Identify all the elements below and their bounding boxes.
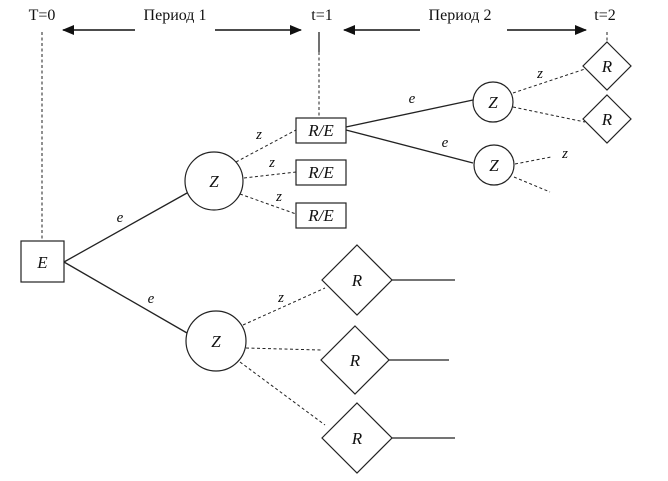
upper-chance-node: Z	[184, 151, 244, 211]
re-node-3: R/E	[295, 202, 347, 229]
edge-p2-1-r-lower	[512, 106, 586, 123]
p2-chance-1-label: Z	[488, 93, 498, 112]
lower-result-node-3: R	[321, 402, 393, 474]
lower-chance-label: Z	[211, 332, 221, 351]
p2-result-2-label: R	[601, 110, 613, 129]
lower-result-node-1: R	[321, 244, 393, 316]
p2-result-node-2: R	[582, 94, 632, 144]
edge-label-p2-2-branch: z	[561, 146, 568, 162]
edge-p2-2-branch-up	[514, 156, 552, 165]
edge-upper-re2	[243, 171, 297, 179]
p2-chance-node-2: Z	[473, 144, 515, 186]
edge-upper-re1	[235, 129, 297, 163]
edge-label-upper-re2: z	[268, 155, 275, 171]
edge-label-upper-re3: z	[275, 189, 282, 205]
period-2-label: Период 2	[429, 7, 492, 24]
time-label-t2: t=2	[594, 7, 615, 24]
root-node-label: E	[36, 253, 48, 272]
lower-result-node-2: R	[320, 325, 390, 395]
edge-re1-p2-1	[345, 99, 474, 128]
edge-root-lower	[63, 261, 188, 334]
re-node-2-label: R/E	[307, 163, 334, 182]
edge-p2-1-r-upper	[512, 68, 586, 94]
period-1-label: Период 1	[144, 7, 207, 24]
re-node-1: R/E	[295, 117, 347, 144]
edge-label-lower-r1: z	[277, 290, 284, 306]
edge-label-upper-re1: z	[255, 127, 262, 143]
re-node-2: R/E	[295, 159, 347, 186]
edge-lower-r2	[245, 347, 322, 351]
root-node: E	[20, 240, 65, 283]
edge-label-root-lower: e	[148, 291, 155, 307]
lower-result-1-label: R	[351, 271, 363, 290]
edge-label-root-upper: e	[117, 210, 124, 226]
lower-result-2-label: R	[349, 351, 361, 370]
time-label-t1: t=1	[311, 7, 332, 24]
p2-result-1-label: R	[601, 57, 613, 76]
edge-re1-p2-2	[345, 129, 474, 164]
edge-p2-2-branch-down	[513, 176, 551, 193]
edge-upper-re3	[239, 193, 297, 215]
p2-chance-2-label: Z	[489, 156, 499, 175]
p2-result-node-1: R	[582, 41, 632, 91]
edge-lower-r3	[239, 361, 326, 426]
upper-chance-label: Z	[209, 172, 219, 191]
lower-chance-node: Z	[185, 310, 247, 372]
edge-lower-r1	[242, 287, 326, 326]
edge-root-upper	[63, 192, 188, 263]
edge-label-re1-p2-2: e	[442, 135, 449, 151]
re-node-1-label: R/E	[307, 121, 334, 140]
lower-result-3-label: R	[351, 429, 363, 448]
edge-label-re1-p2-1: e	[409, 91, 416, 107]
re-node-3-label: R/E	[307, 206, 334, 225]
time-label-t0: T=0	[29, 7, 56, 24]
edge-label-p2-1-r: z	[536, 66, 543, 82]
p2-chance-node-1: Z	[472, 81, 514, 123]
